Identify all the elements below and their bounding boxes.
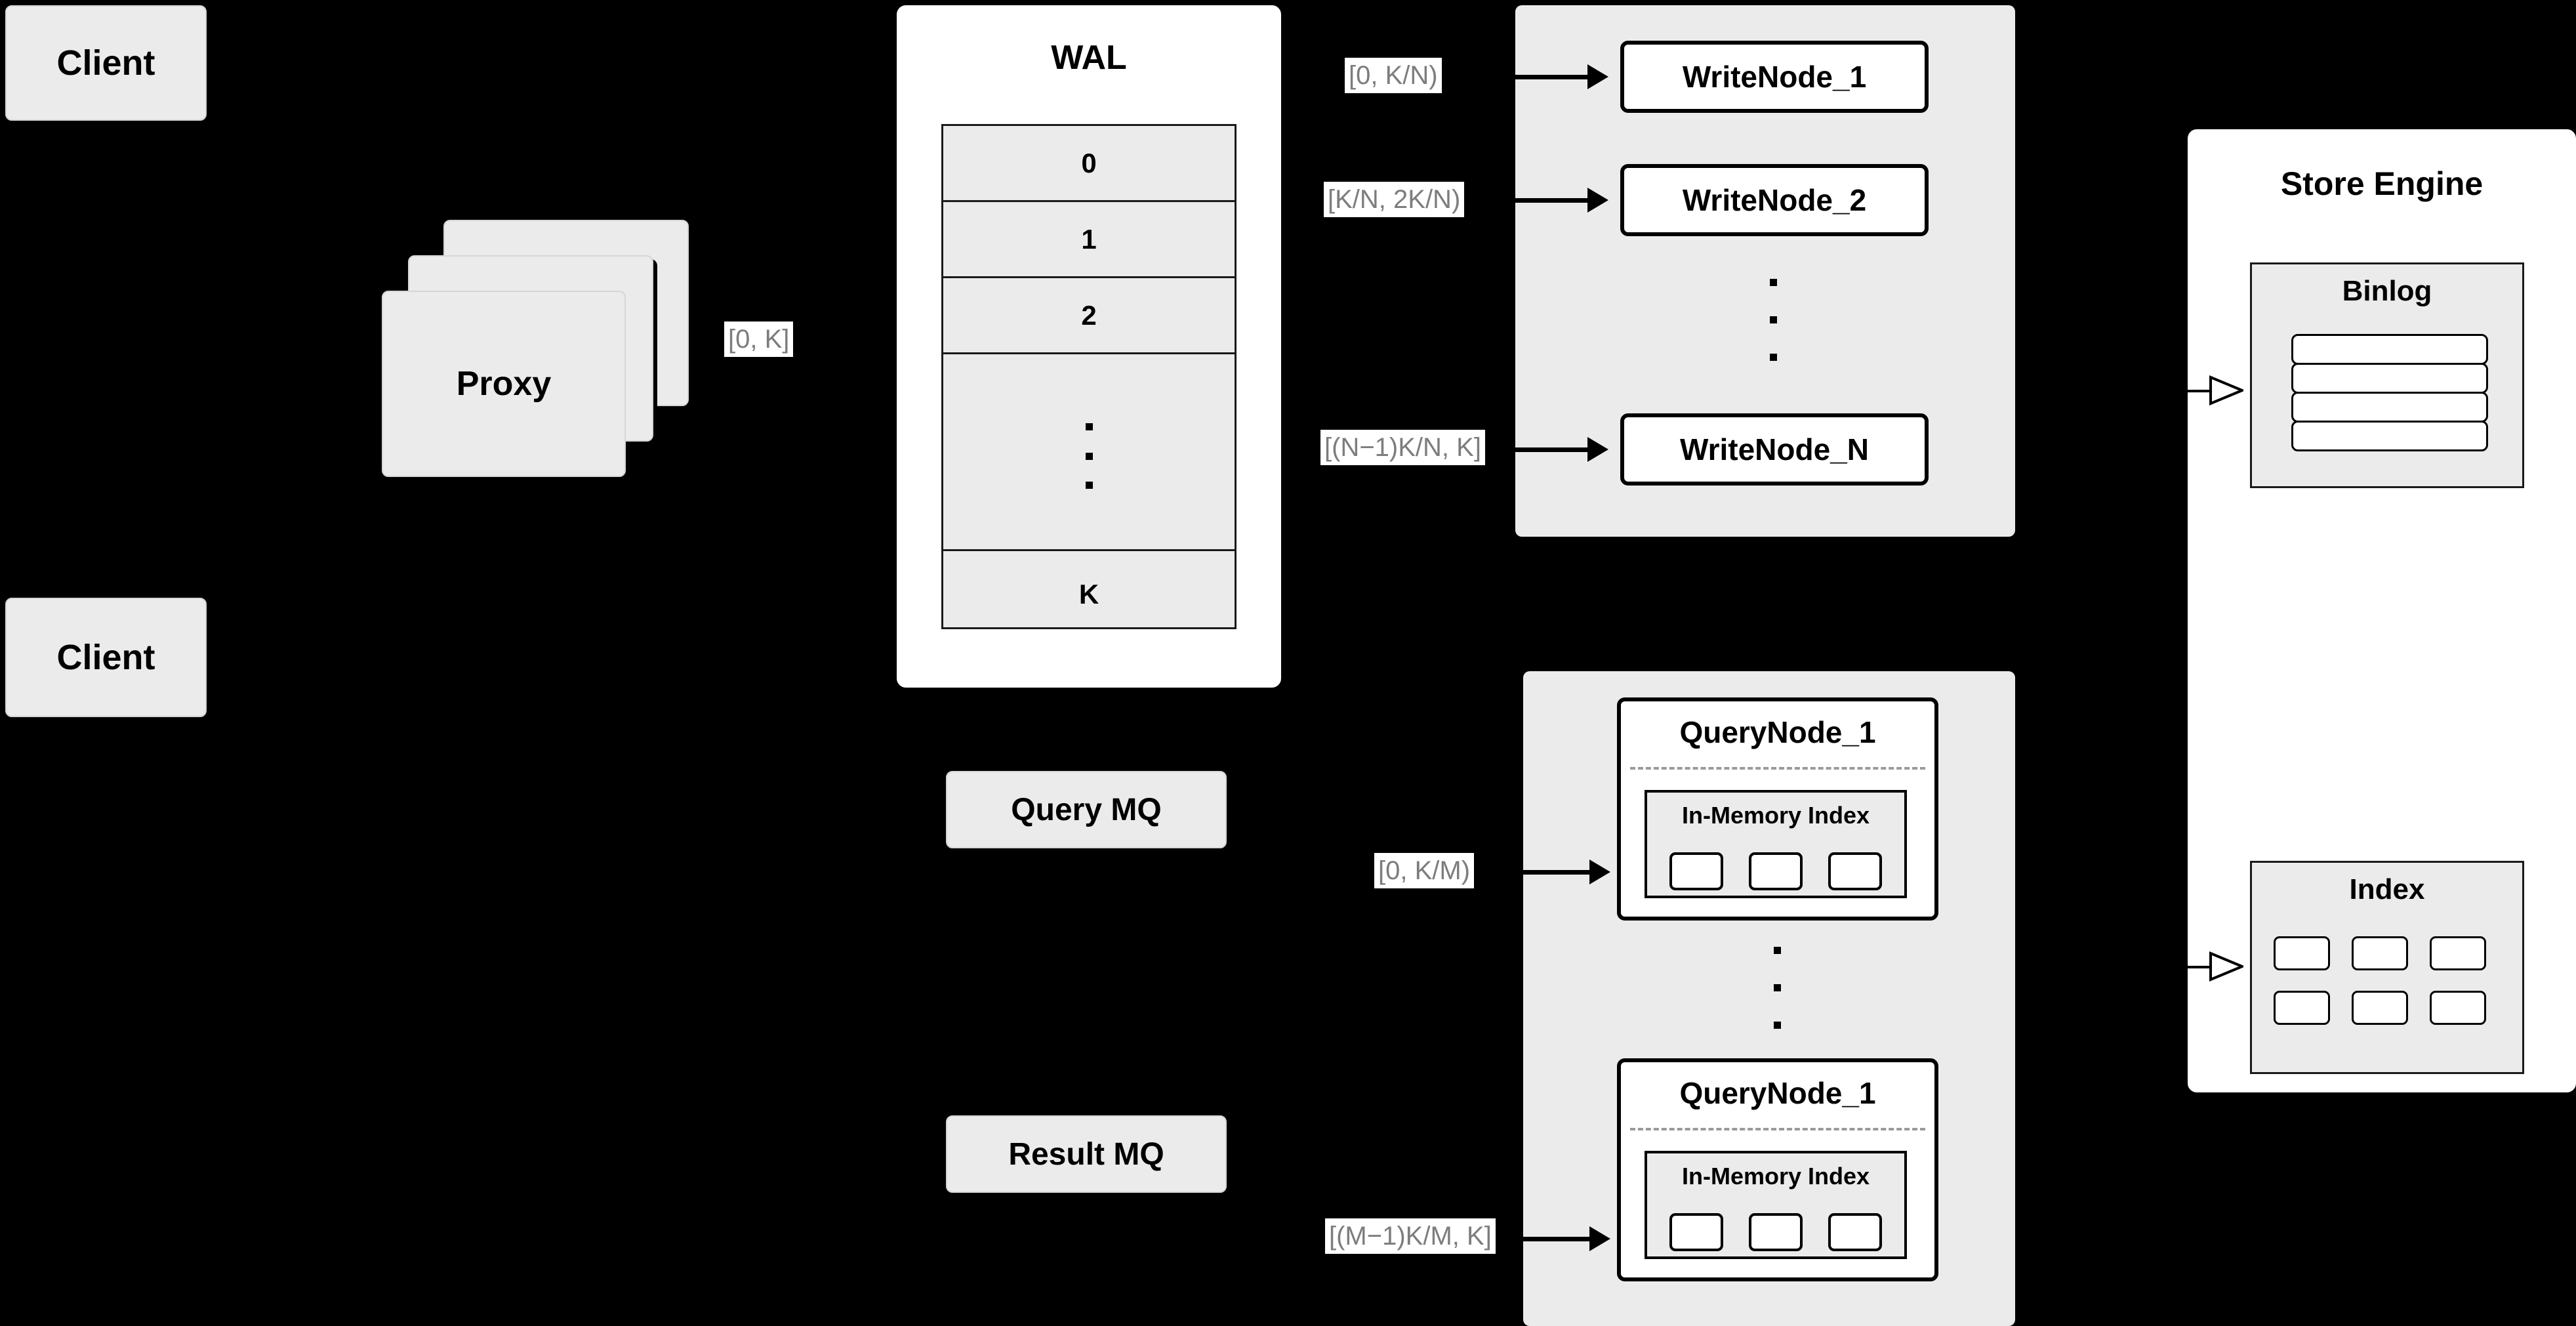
wal-title: WAL <box>1051 39 1127 77</box>
store-index-cell[interactable] <box>2274 991 2330 1025</box>
wal-table: 0 1 2 K <box>941 124 1237 629</box>
binlog-title: Binlog <box>2342 275 2432 307</box>
write-node-n-label: WriteNode_N <box>1680 432 1869 466</box>
edge-label-query-m: [(M−1)K/M, K] <box>1325 1218 1496 1254</box>
store-index-cell[interactable] <box>2430 991 2486 1025</box>
wal-ellipsis-dots <box>1086 423 1093 489</box>
wal-row-ellipsis <box>943 354 1235 551</box>
query-node-1-index-title: In-Memory Index <box>1681 802 1870 829</box>
query-node-m-index-cells <box>1656 1212 1895 1252</box>
query-node-ellipsis <box>1773 947 1781 1029</box>
index-cell[interactable] <box>1828 852 1883 890</box>
index-cell[interactable] <box>1748 852 1803 890</box>
query-node-1-index-cells <box>1656 852 1895 891</box>
store-engine-title: Store Engine <box>2280 165 2484 202</box>
query-node-1-label: QueryNode_1 <box>1679 715 1876 749</box>
arrow-head-open-binlog <box>2209 375 2243 405</box>
wal-row-2: 2 <box>943 278 1235 354</box>
edge-label-write-2: [K/N, 2K/N) <box>1324 182 1465 217</box>
arrow-head-write-2 <box>1587 188 1608 213</box>
wal-row-0-value: 0 <box>1081 147 1097 178</box>
binlog-strip[interactable] <box>2291 334 2488 365</box>
result-mq-node[interactable]: Result MQ <box>946 1115 1227 1193</box>
query-node-m-label: QueryNode_1 <box>1679 1076 1876 1110</box>
binlog-box: Binlog <box>2250 262 2524 488</box>
client-node-1[interactable]: Client <box>5 5 207 121</box>
write-node-2-label: WriteNode_2 <box>1682 183 1867 217</box>
client-node-2[interactable]: Client <box>5 598 207 717</box>
write-node-n[interactable]: WriteNode_N <box>1620 413 1929 486</box>
query-node-m-divider <box>1630 1128 1925 1130</box>
arrow-head-query-m <box>1589 1226 1610 1251</box>
query-node-1[interactable]: QueryNode_1 In-Memory Index <box>1617 697 1938 921</box>
store-index-cell[interactable] <box>2352 936 2408 970</box>
arrow-head-open-index <box>2209 951 2243 982</box>
arrow-line-write-2 <box>1489 198 1591 203</box>
arrow-line-write-n <box>1489 447 1591 452</box>
wal-row-0: 0 <box>943 126 1235 202</box>
arrow-line-query-m <box>1496 1237 1593 1241</box>
query-node-m-index-title: In-Memory Index <box>1681 1163 1870 1190</box>
write-node-2[interactable]: WriteNode_2 <box>1620 164 1929 236</box>
wal-row-k: K <box>943 551 1235 638</box>
write-node-ellipsis <box>1769 279 1777 361</box>
binlog-strip[interactable] <box>2291 392 2488 423</box>
client-node-2-label: Client <box>56 638 155 677</box>
query-node-m-inmemory-index: In-Memory Index <box>1645 1151 1907 1259</box>
proxy-card-front[interactable]: Proxy <box>382 291 626 477</box>
result-mq-label: Result MQ <box>1008 1136 1164 1172</box>
index-title: Index <box>2349 873 2425 905</box>
wal-row-1-value: 1 <box>1081 223 1097 255</box>
binlog-strip[interactable] <box>2291 363 2488 394</box>
edge-label-write-1: [0, K/N) <box>1345 58 1442 93</box>
binlog-strip[interactable] <box>2291 421 2488 451</box>
wal-row-1: 1 <box>943 202 1235 278</box>
query-mq-node[interactable]: Query MQ <box>946 771 1227 848</box>
index-cell[interactable] <box>1748 1213 1803 1251</box>
store-index-cell[interactable] <box>2430 936 2486 970</box>
write-node-1[interactable]: WriteNode_1 <box>1620 41 1929 113</box>
index-box: Index <box>2250 861 2524 1074</box>
arrow-head-query-1 <box>1589 860 1610 884</box>
store-index-cell[interactable] <box>2352 991 2408 1025</box>
edge-label-write-n: [(N−1)K/N, K] <box>1320 430 1485 465</box>
arrow-line-write-1 <box>1489 75 1591 79</box>
arrow-head-write-n <box>1587 437 1608 462</box>
query-node-m[interactable]: QueryNode_1 In-Memory Index <box>1617 1058 1938 1281</box>
query-node-1-inmemory-index: In-Memory Index <box>1645 790 1907 898</box>
arrow-line-query-1 <box>1496 870 1593 875</box>
edge-label-query-1: [0, K/M) <box>1374 853 1475 888</box>
query-node-1-divider <box>1630 767 1925 770</box>
index-cell[interactable] <box>1669 1213 1723 1251</box>
client-node-1-label: Client <box>56 43 155 83</box>
proxy-label: Proxy <box>456 365 552 403</box>
write-node-1-label: WriteNode_1 <box>1682 60 1867 94</box>
arrow-head-write-1 <box>1587 64 1608 89</box>
edge-label-proxy-to-wal: [0, K] <box>724 321 794 357</box>
index-cell[interactable] <box>1669 852 1723 890</box>
query-mq-label: Query MQ <box>1011 792 1162 827</box>
wal-row-k-value: K <box>1078 579 1099 610</box>
wal-row-2-value: 2 <box>1081 299 1097 331</box>
store-index-cell[interactable] <box>2274 936 2330 970</box>
index-cell[interactable] <box>1828 1213 1883 1251</box>
